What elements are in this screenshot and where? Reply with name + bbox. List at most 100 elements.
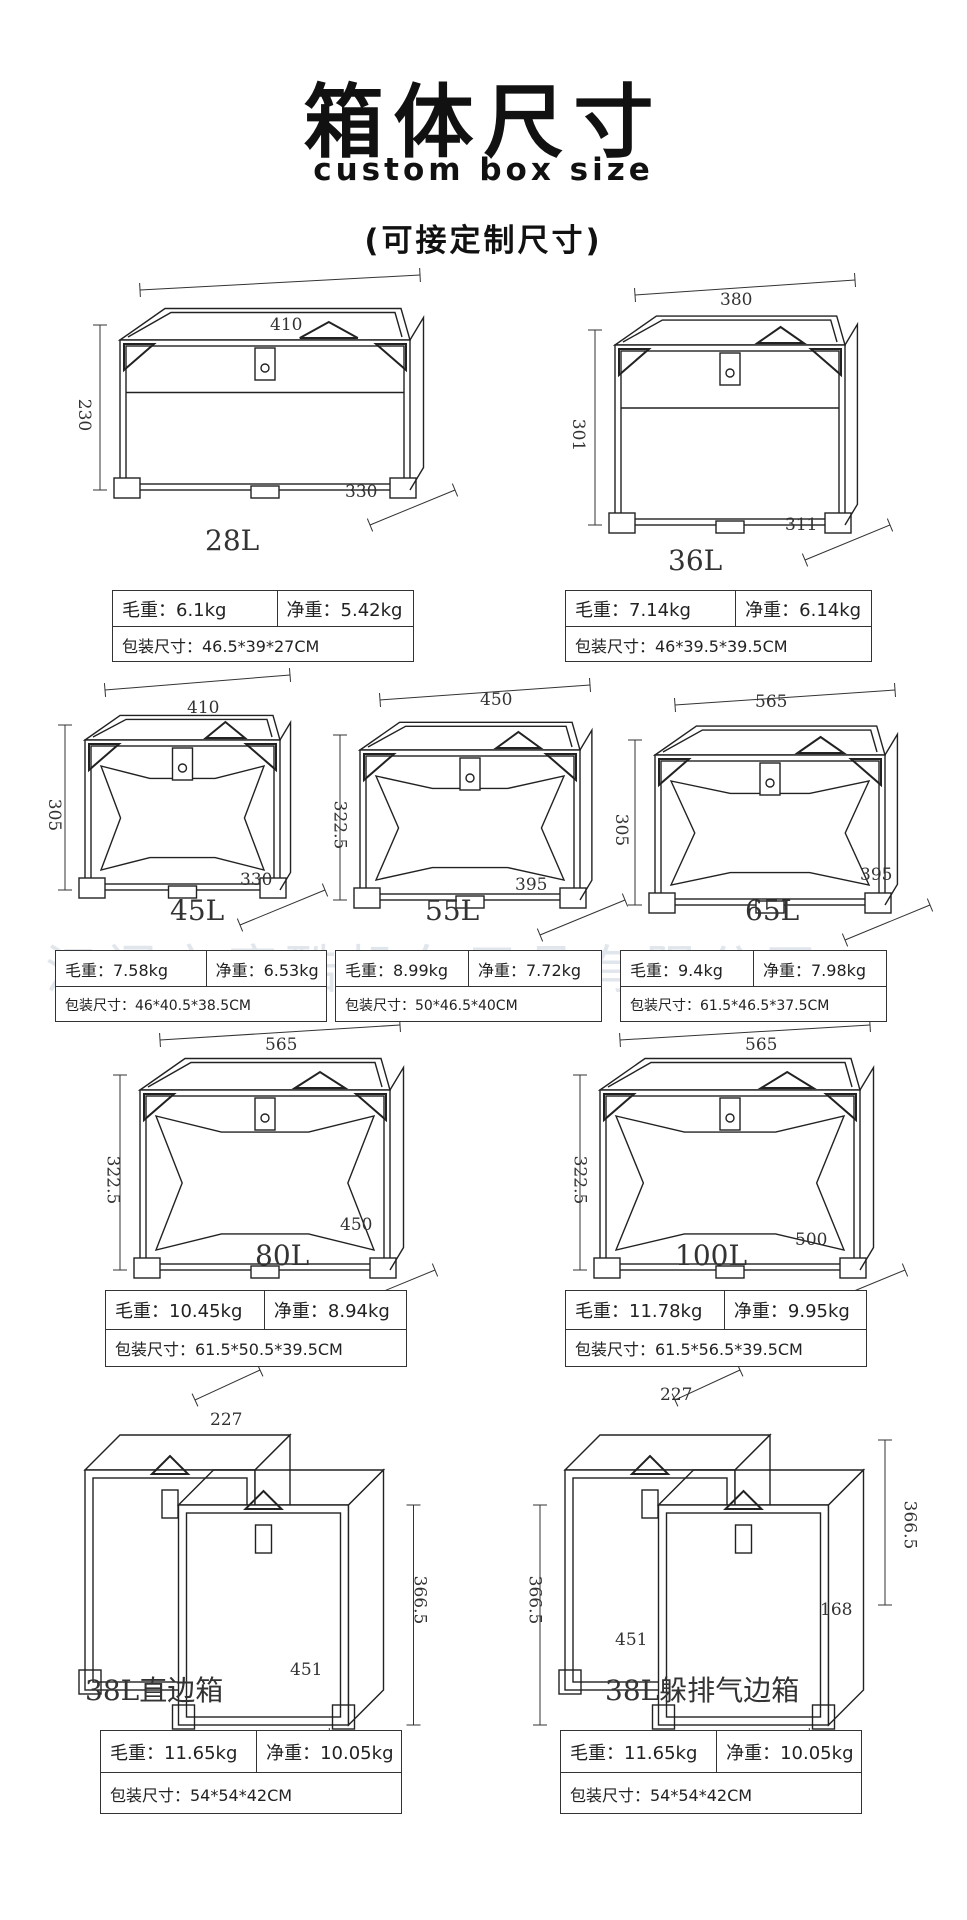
net-weight: 净重：7.72kg <box>468 951 601 986</box>
corner-guard <box>558 1669 582 1695</box>
corner-guard <box>353 887 381 909</box>
corner-guard <box>608 512 636 534</box>
corner-bracket <box>123 343 157 373</box>
gross-weight: 毛重：8.99kg <box>345 960 449 980</box>
height-label: 366.5 <box>409 1575 430 1625</box>
height-label: 301 <box>568 418 589 452</box>
gross-weight: 毛重：11.78kg <box>575 1300 703 1322</box>
box-drawing-8 <box>558 1433 866 1730</box>
corner-guard <box>839 1257 867 1279</box>
box-lid <box>597 1057 861 1091</box>
customization-note: (可接定制尺寸) <box>364 223 603 259</box>
spec-table: 毛重：6.1kg 净重：5.42kg 包装尺寸：46.5*39*27CM <box>112 590 414 662</box>
corner-bracket <box>363 753 397 783</box>
case-lid <box>563 1434 772 1471</box>
height-dimension-1 <box>588 329 602 526</box>
x-panel <box>154 1114 376 1252</box>
front-panel <box>125 345 405 485</box>
height-label: 230 <box>74 398 95 432</box>
bottom-latch <box>755 900 785 914</box>
triangle-reflector <box>754 325 807 344</box>
depth-label: 311 <box>785 515 818 535</box>
box-drawing-6 <box>593 1057 875 1279</box>
corner-guard <box>864 892 892 914</box>
net-weight: 净重：7.98kg <box>753 951 886 986</box>
corner-guard <box>389 477 417 499</box>
capacity-label: 38L直边箱 <box>85 1674 224 1707</box>
box-side <box>579 727 593 901</box>
case-side <box>827 1468 865 1727</box>
height-label: 322.5 <box>569 1155 590 1205</box>
triangle-reflector <box>493 730 544 749</box>
gross-weight: 毛重：6.1kg <box>122 599 227 621</box>
depth-label: 330 <box>345 482 378 502</box>
lid-panel <box>662 729 878 753</box>
bottom-latch <box>455 895 485 909</box>
gross-weight: 毛重：7.58kg <box>65 960 169 980</box>
box-drawing-3 <box>353 721 593 909</box>
gross-weight: 毛重：11.65kg <box>570 1742 698 1764</box>
box-side <box>844 321 859 526</box>
x-panel <box>614 1115 846 1251</box>
package-size: 包装尺寸：46*40.5*38.5CM <box>65 997 252 1014</box>
lid-panel <box>127 311 403 338</box>
width-label: 450 <box>480 690 513 710</box>
bottom-latch <box>167 885 198 899</box>
box-side <box>859 1064 875 1271</box>
x-panel <box>374 775 566 881</box>
gross-weight: 毛重：9.4kg <box>630 960 723 980</box>
depth-dimension-0 <box>366 483 459 532</box>
capacity-label: 55L <box>425 894 480 927</box>
front-panel <box>145 1095 385 1265</box>
corner-bracket <box>373 343 407 373</box>
package-size: 包装尺寸：61.5*56.5*39.5CM <box>575 1340 803 1360</box>
height-label: 305 <box>611 813 632 847</box>
keyhole <box>765 778 775 788</box>
corner-bracket <box>603 1093 637 1123</box>
x-panel <box>99 764 266 872</box>
front-panel <box>365 755 575 895</box>
height-dimension-7 <box>406 1504 421 1726</box>
gross-weight: 毛重：11.65kg <box>110 1742 238 1764</box>
height-dimension-6 <box>573 1074 587 1271</box>
net-weight: 净重：10.05kg <box>256 1731 401 1772</box>
case-panel <box>185 1512 342 1718</box>
box-drawing-1 <box>608 315 859 534</box>
capacity-label: 45L <box>170 894 225 927</box>
spec-table: 毛重：9.4kg 净重：7.98kg 包装尺寸：61.5*46.5*37.5CM <box>620 950 887 1022</box>
corner-guard <box>171 1704 196 1730</box>
corner-bracket <box>618 348 652 378</box>
page-subtitle: custom box size <box>313 152 654 188</box>
lock-icon <box>254 1524 273 1554</box>
height-label: 322.5 <box>329 800 350 850</box>
corner-guard <box>648 892 676 914</box>
box-drawing-2 <box>78 714 292 899</box>
height2-dimension-8 <box>878 1439 892 1606</box>
corner-guard <box>78 877 106 899</box>
package-size: 包装尺寸：46.5*39*27CM <box>122 636 320 656</box>
package-size: 包装尺寸：46*39.5*39.5CM <box>575 636 788 656</box>
corner-bracket <box>658 758 692 788</box>
front-panel <box>90 745 275 885</box>
case-front <box>657 1504 830 1726</box>
height-dimension-8 <box>533 1504 547 1726</box>
keyhole <box>465 773 475 783</box>
width-dimension-2 <box>103 667 292 698</box>
corner-guard <box>331 1704 356 1730</box>
keyhole <box>725 1113 735 1123</box>
case-side <box>347 1468 385 1727</box>
capacity-label: 28L <box>205 524 260 557</box>
depth-label: 451 <box>290 1660 323 1680</box>
height-dimension-4 <box>628 739 642 906</box>
corner-bracket <box>848 758 882 788</box>
corner-guard <box>811 1704 836 1730</box>
capacity-label: 100L <box>675 1239 748 1272</box>
box-lid <box>137 1057 391 1091</box>
triangle-corner <box>149 1454 191 1475</box>
height-label: 305 <box>44 798 65 832</box>
x-panel <box>669 780 871 886</box>
corner-guard <box>133 1257 161 1279</box>
spec-table: 毛重：11.65kg 净重：10.05kg 包装尺寸：54*54*42CM <box>560 1730 862 1814</box>
height-label: 366.5 <box>524 1575 545 1625</box>
